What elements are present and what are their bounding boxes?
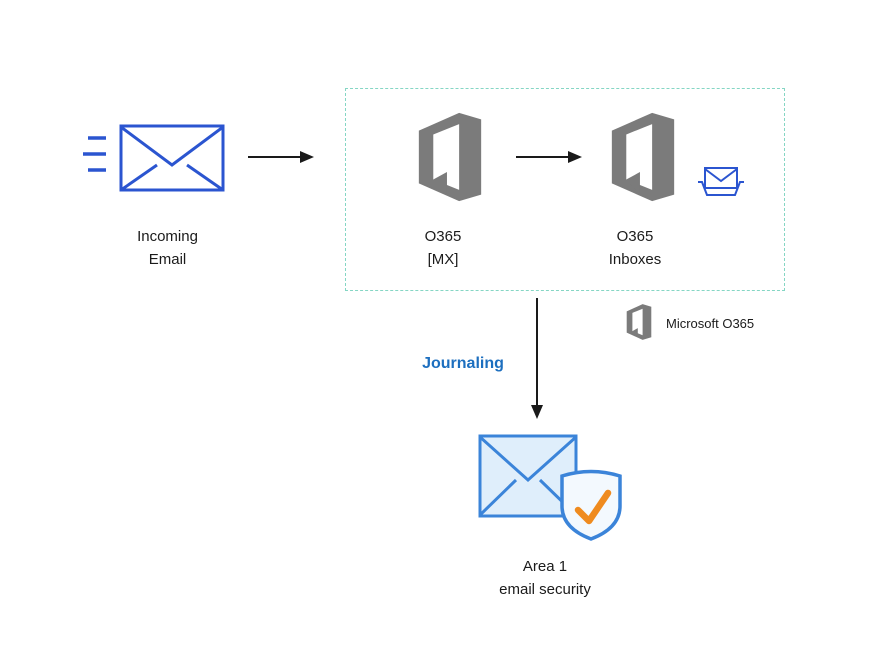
envelope-icon — [119, 124, 225, 192]
area1-label: Area 1 email security — [499, 558, 591, 598]
incoming-email-label: Incoming Email — [137, 228, 198, 268]
arrow-down-icon — [531, 298, 543, 419]
office365-logo-small-icon — [626, 304, 652, 340]
o365-dashed-boundary — [345, 88, 785, 291]
arrow-right-icon — [516, 151, 582, 163]
legend-microsoft-o365-label: Microsoft O365 — [666, 316, 755, 331]
office365-logo-inboxes-icon — [611, 112, 675, 202]
inbox-envelope-icon — [698, 167, 744, 196]
office365-logo-mx-icon — [418, 112, 482, 202]
speed-lines-icon — [83, 136, 106, 172]
o365-inboxes-label: O365 Inboxes — [608, 228, 662, 268]
shield-check-icon — [560, 469, 622, 541]
incoming-email-icon — [83, 124, 225, 192]
o365-mx-label: O365 [MX] — [424, 228, 462, 268]
email-security-shield-icon — [478, 434, 622, 541]
arrow-right-icon — [248, 151, 314, 163]
secure-envelope-icon — [478, 434, 578, 518]
journaling-label: Journaling — [422, 355, 504, 372]
